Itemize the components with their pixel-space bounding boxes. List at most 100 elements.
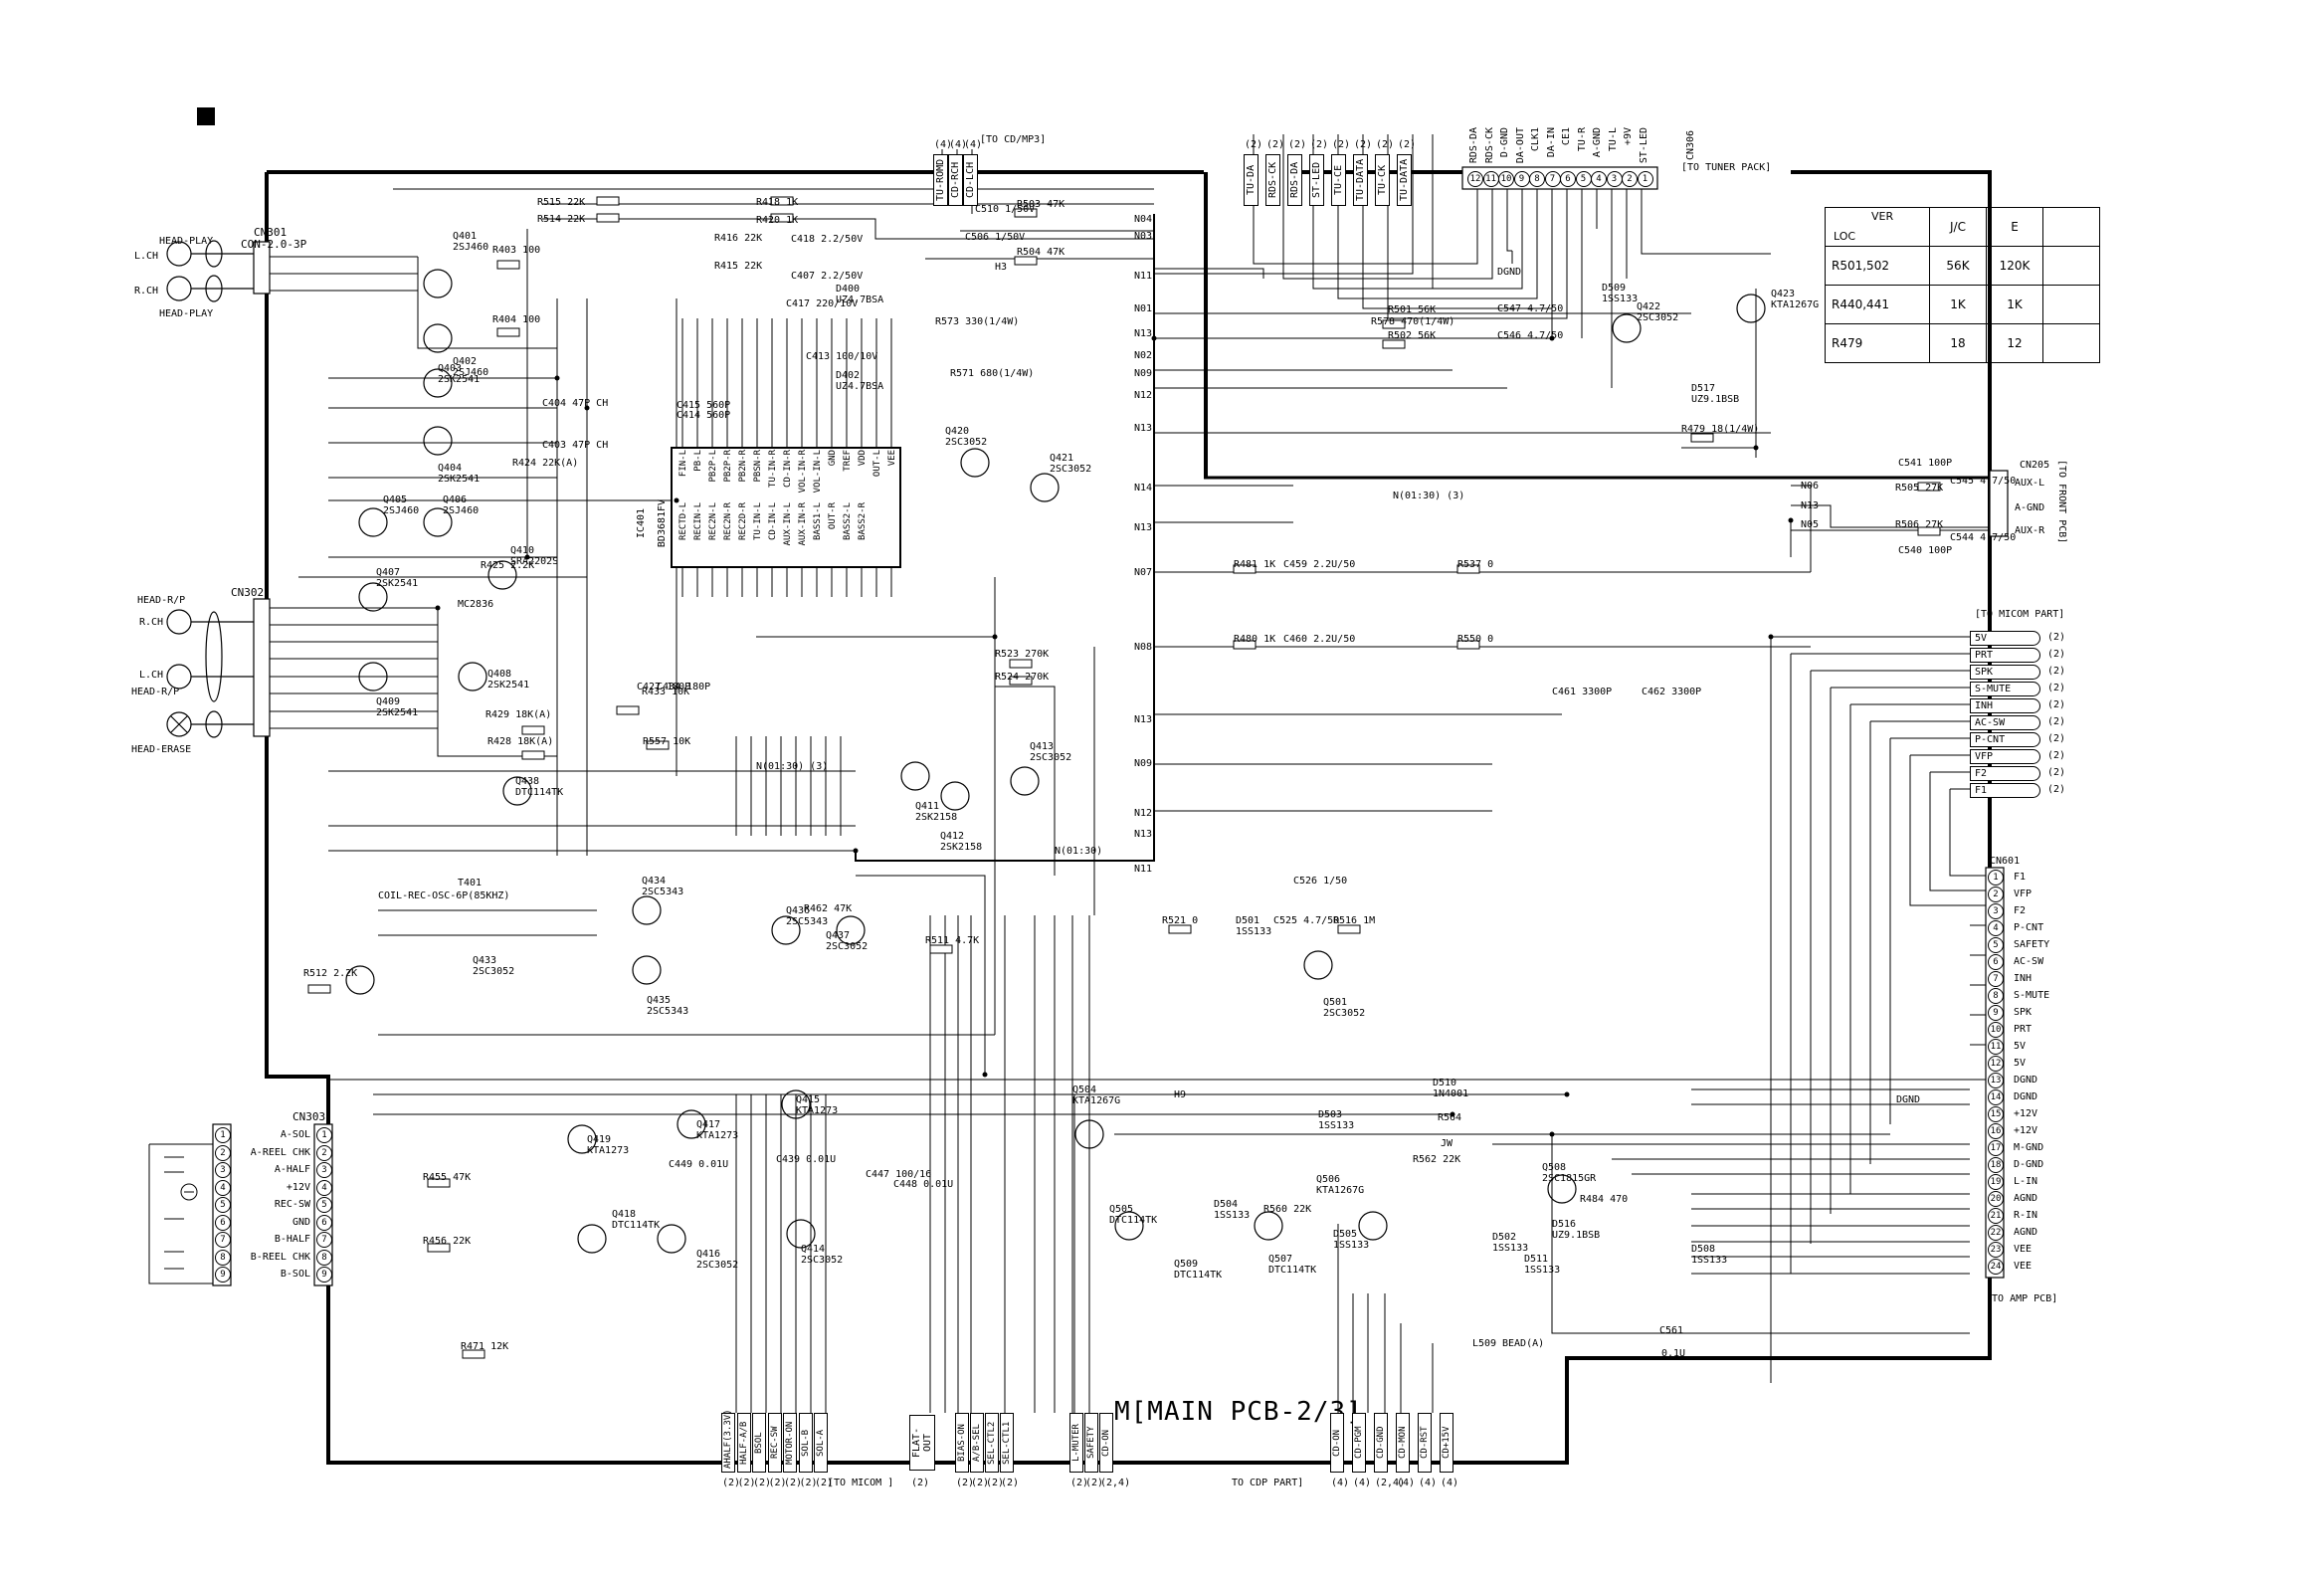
head-rp-bottom-label: HEAD-R/P [131,687,180,697]
head-rp-top-label: HEAD-R/P [137,595,186,606]
cn601-pin-number: 9 [1988,1005,2004,1021]
capacitor-label: C407 2.2/50V [791,271,864,282]
diode-ref: D510 [1433,1078,1457,1088]
resistor-label: R514 22K [537,214,586,225]
resistor-label: R524 270K [995,672,1050,683]
capacitor-label: C404 47P CH [542,398,609,409]
ic401-pin-label: PB-L [693,450,703,472]
capacitor-label: C417 220/10V [786,298,859,309]
capacitor-label: C459 2.2U/50 [1283,559,1356,570]
bottom-micom-label: [TO MICOM ] [828,1478,894,1488]
cn303-pin-number: 9 [215,1267,231,1283]
transistor-ref: Q423 [1771,289,1796,299]
ic401-pin-label: BASS1-L [813,502,823,540]
diode-ref: D508 [1691,1244,1716,1255]
cn303-pin-number: 7 [215,1232,231,1248]
transistor-part: 2SK2541 [438,374,481,385]
ic401-pin-label: CD-IN-R [783,450,793,488]
ic401-pin-label: VOL-IN-R [798,450,808,494]
flat-out-ref: (2) [911,1478,930,1488]
diode-ref: D505 [1333,1229,1358,1240]
net-label: N13 [1134,829,1153,840]
tuner-pin-label: D-GND [1499,127,1510,158]
ic401-pin-label: TREF [843,450,853,472]
resistor-label: R560 22K [1263,1204,1312,1215]
cn601-pin-number: 20 [1988,1191,2004,1207]
tuner-signal-tag: TU-DATA [1353,154,1368,206]
tuner-pin-number: 3 [1606,171,1623,187]
cdp-bottom-ref: (4) [1353,1478,1372,1488]
diode-ref: D501 [1236,915,1260,926]
resistor-label: R479 18(1/4W) [1681,424,1760,435]
resistor-label: R415 22K [714,261,763,272]
ic401-pin-label: RECIN-L [693,502,703,540]
head-rp-rch-label: R.CH [139,617,164,628]
cdp-bottom-tag: CD-ON [1330,1413,1344,1473]
transistor-part: SRA2202S [510,556,559,567]
capacitor-label: C540 100P [1898,545,1953,556]
cdp-bottom-ref: (4) [1397,1478,1416,1488]
capacitor-label: C541 100P [1898,458,1953,469]
transistor-part: KTA1273 [796,1105,839,1116]
transistor-ref: Q405 [383,494,408,505]
cn601-pin-number: 24 [1988,1259,2004,1275]
tuner-signal-tag: ST-LED [1309,154,1324,206]
ic401-pin-label: AUX-IN-L [783,502,793,546]
net-label: N(01:30) (3) [756,761,829,772]
transistor-part: 2SK2158 [915,812,958,823]
transistor-ref: Q422 [1637,301,1661,312]
tuner-signal-ref: (2) [1310,139,1329,150]
ic401-pin-label: RECTD-L [678,502,688,540]
diode-part: 1SS133 [1214,1210,1251,1221]
transistor-part: KTA1267G [1072,1095,1121,1106]
micom-signal-tag: VFP [1970,749,2040,764]
capacitor-label: C460 2.2U/50 [1283,634,1356,645]
resistor-label: R512 2.2K [303,968,358,979]
net-label: N04 [1134,214,1153,225]
cn601-pin-label: F2 [2014,905,2027,916]
transistor-part: 2SJ460 [383,505,420,516]
cn205-dest: [TO FRONT PCB] [2056,460,2067,544]
cn601-pin-number: 15 [1988,1106,2004,1122]
mid-bottom-tag: SEL-CTL1 [1000,1413,1014,1473]
transistor-part: 2SK2541 [487,680,530,691]
resistor-label: R515 22K [537,197,586,208]
flat-out-tag: FLAT-OUT [909,1415,935,1471]
cdp-bottom-tag: CD-RST [1418,1413,1432,1473]
transistor-part: 2SK2541 [376,707,419,718]
micom-signal-tag: S-MUTE [1970,682,2040,696]
net-label: N(01:30) (3) [1393,491,1465,501]
resistor-label: R403 100 [492,245,541,256]
resistor-label: R503 47K [1017,199,1065,210]
cn601-pin-label: D-GND [2014,1159,2044,1170]
net-label: N03 [1134,231,1153,242]
diode-ref: D511 [1524,1254,1549,1265]
diode-part: UZ4.7BSA [836,295,884,305]
ic401-pin-label: OUT-R [828,502,838,530]
transistor-part: 2SC3052 [945,437,988,448]
transistor-part: DTC114TK [1268,1265,1317,1276]
capacitor-label: C510 1/50V [975,204,1036,215]
resistor-label: R481 1K [1234,559,1276,570]
net-label: N09 [1134,368,1153,379]
micom-signal-tag: SPK [1970,665,2040,680]
tuner-pin-label: TU-L [1607,127,1619,152]
diode-ref: D402 [836,370,861,381]
cn303-pin-number: 5 [316,1197,332,1213]
version-row-jc: 1K [1929,285,1987,324]
cn303-pin-number: 2 [215,1144,231,1161]
cn601-pin-label: AGND [2014,1193,2038,1204]
ic401-pin-label: TU-IN-L [753,502,763,540]
transistor-part: 2SK2158 [940,842,983,853]
micom-bottom-ref: (2) [815,1478,834,1488]
transistor-part: KTA1267G [1316,1185,1365,1196]
mid-bottom-tag: A/B-SEL [970,1413,984,1473]
ic401-pin-label: VOL-IN-L [813,450,823,494]
cdp-bottom-ref: (4) [1331,1478,1350,1488]
tuner-pin-label: RDS-DA [1468,127,1479,164]
tuner-pin-label: +9V [1623,127,1634,146]
micom-bottom-tag: REC-SW [767,1413,782,1473]
net-label: N06 [1801,481,1820,492]
cn303-pin-label: A-HALF [274,1164,310,1175]
cn303-pin-label: REC-SW [274,1199,310,1210]
